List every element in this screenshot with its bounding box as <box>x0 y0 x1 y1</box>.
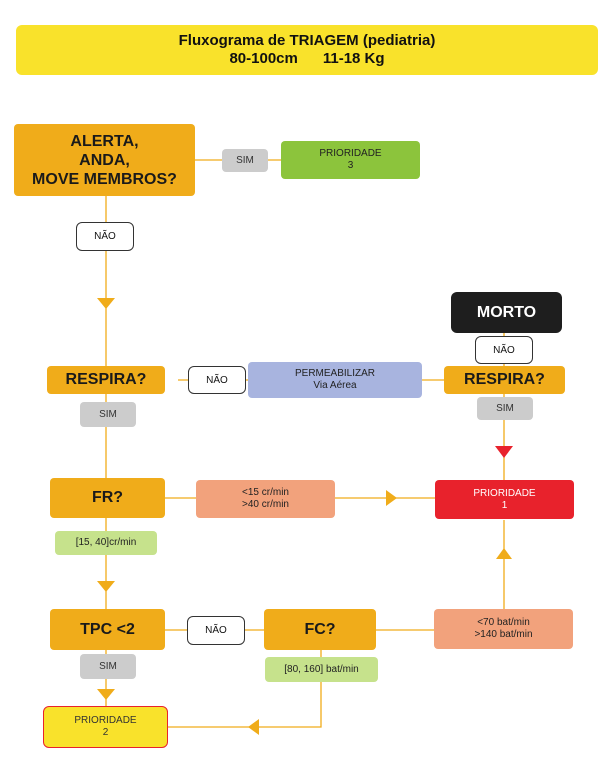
node-alerta-question: ALERTA, ANDA, MOVE MEMBROS? <box>14 124 195 196</box>
node-fc-normal: [80, 160] bat/min <box>265 657 378 682</box>
node-fr-question: FR? <box>50 478 165 518</box>
page-title: Fluxograma de TRIAGEM (pediatria) 80-100… <box>16 25 598 75</box>
title-line-2: 80-100cm 11-18 Kg <box>229 50 385 67</box>
node-sim-alerta: SIM <box>222 149 268 172</box>
node-nao-respira-right: NÃO <box>475 336 533 364</box>
node-sim-tpc: SIM <box>80 654 136 679</box>
arrowhead-respira-p1 <box>495 446 513 458</box>
node-fr-abnormal: <15 cr/min >40 cr/min <box>196 480 335 518</box>
node-fc-question: FC? <box>264 609 376 650</box>
node-respira-left: RESPIRA? <box>47 366 165 394</box>
arrowhead-alerta-respira <box>97 298 115 309</box>
node-prioridade-1: PRIORIDADE 1 <box>435 480 574 519</box>
node-respira-right: RESPIRA? <box>444 366 565 394</box>
node-tpc-question: TPC <2 <box>50 609 165 650</box>
node-nao-tpc: NÃO <box>187 616 245 645</box>
arrowhead-fr-tpc <box>97 581 115 592</box>
node-sim-respira-left: SIM <box>80 402 136 427</box>
node-sim-respira-right: SIM <box>477 397 533 420</box>
node-permeabilizar: PERMEABILIZAR Via Aérea <box>248 362 422 398</box>
node-morto: MORTO <box>451 292 562 333</box>
node-fr-normal: [15, 40]cr/min <box>55 531 157 555</box>
arrowhead-fc-p2 <box>248 719 259 735</box>
node-fc-abnormal: <70 bat/min >140 bat/min <box>434 609 573 649</box>
node-nao-respira-left: NÃO <box>188 366 246 394</box>
node-prioridade-2: PRIORIDADE 2 <box>43 706 168 748</box>
arrowhead-fc-p1 <box>496 548 512 559</box>
arrowhead-fr-p1 <box>386 490 397 506</box>
title-line-1: Fluxograma de TRIAGEM (pediatria) <box>178 32 436 49</box>
arrowhead-tpc-p2 <box>97 689 115 700</box>
node-nao-alerta: NÃO <box>76 222 134 251</box>
node-prioridade-3: PRIORIDADE 3 <box>281 141 420 179</box>
